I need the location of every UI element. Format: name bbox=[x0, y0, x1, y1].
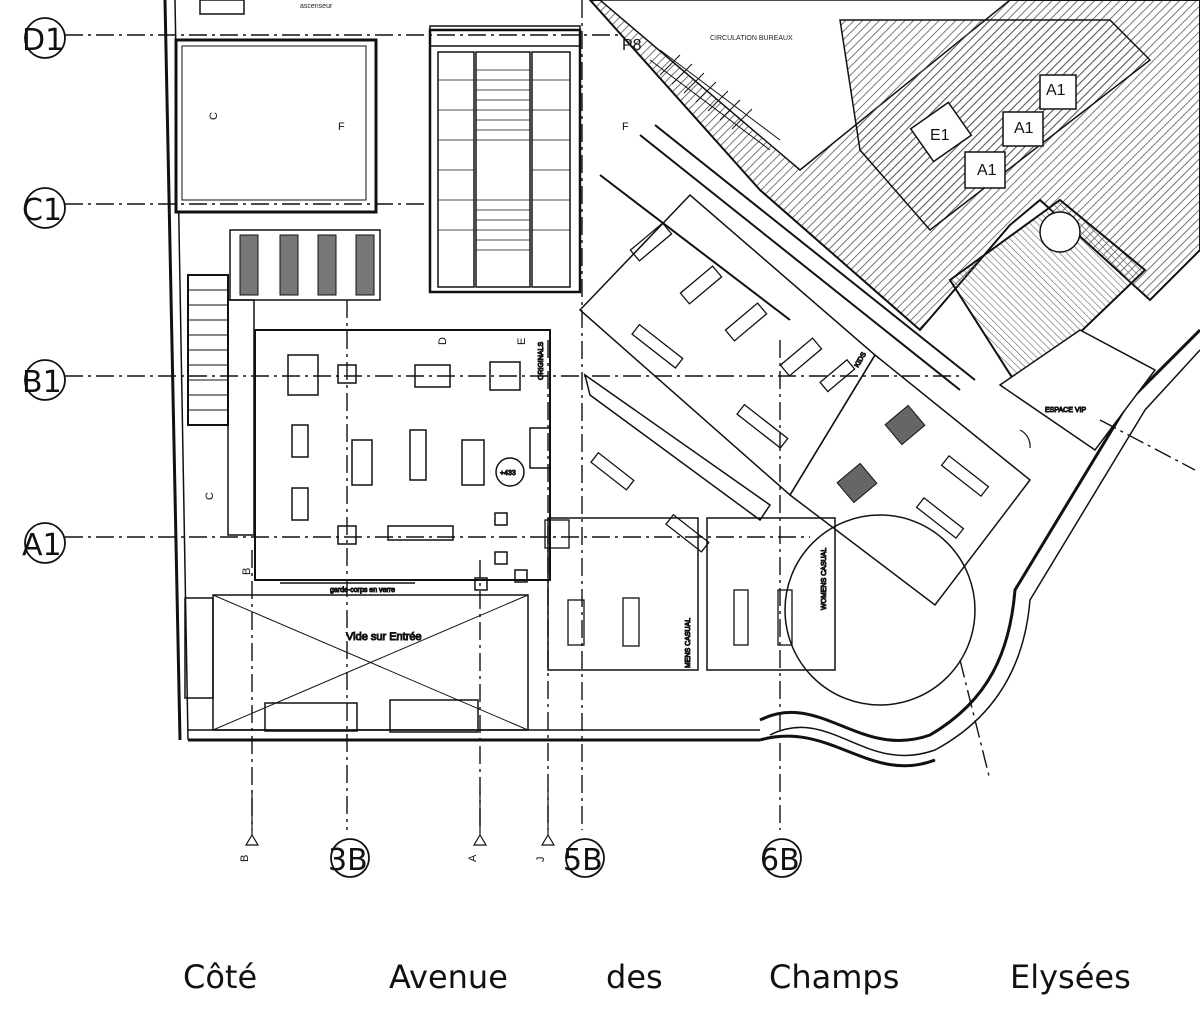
originals-label: ORIGINALS bbox=[538, 342, 545, 380]
ascenseur-label: ascenseur bbox=[300, 3, 333, 10]
vip-label: ESPACE VIP bbox=[1045, 407, 1086, 414]
section-marker-f-right: F bbox=[622, 121, 629, 133]
street-word-cote: Côté bbox=[183, 958, 258, 996]
kids-label: KIDS bbox=[854, 351, 868, 369]
street-word-champs: Champs bbox=[769, 958, 900, 996]
mens-casual-label: MENS CASUAL bbox=[685, 618, 692, 668]
street-word-elysees: Elysées bbox=[1010, 958, 1131, 996]
room-a1-mid: A1 bbox=[1014, 120, 1034, 137]
grid-col-3b: 3B bbox=[328, 843, 368, 878]
room-p8: P8 bbox=[622, 37, 642, 54]
room-a1-top: A1 bbox=[1046, 82, 1066, 99]
level-marker: +433 bbox=[500, 470, 516, 477]
grid-row-d1: D1 bbox=[22, 23, 64, 58]
grid-row-a1: A1 bbox=[22, 528, 62, 563]
street-word-des: des bbox=[606, 958, 663, 996]
section-marker-e: E bbox=[516, 338, 528, 345]
glass-rail-label: garde-corps en verre bbox=[330, 587, 395, 594]
room-a1-bottom: A1 bbox=[977, 162, 997, 179]
room-top-left: C ascenseur bbox=[174, 0, 378, 214]
section-marker-b-left: B bbox=[241, 568, 253, 575]
section-marker-f-left: F bbox=[338, 121, 345, 133]
diagonal-wall bbox=[599, 124, 976, 391]
grid-row-c1: C1 bbox=[22, 193, 62, 228]
escalators bbox=[428, 25, 582, 294]
central-room: +433 ORIGINALS bbox=[254, 329, 551, 591]
section-marker-d: D bbox=[437, 337, 449, 345]
grid-col-bubbles: 3B 5B 6B bbox=[328, 838, 802, 878]
entrance-void: Vide sur Entrée garde-corps en verre bbox=[184, 587, 529, 733]
section-marker-j: J bbox=[535, 857, 547, 863]
grid-col-5b: 5B bbox=[563, 843, 603, 878]
section-marker-c-left: C bbox=[204, 492, 216, 500]
stair-strip bbox=[187, 229, 381, 536]
grid-row-b1: B1 bbox=[22, 365, 62, 400]
hatched-building: A1 A1 A1 E1 P8 CIRCULATION BUREAUX bbox=[588, 0, 1200, 392]
street-word-avenue: Avenue bbox=[389, 958, 508, 996]
section-marker-a: A bbox=[467, 854, 479, 862]
grid-col-6b: 6B bbox=[760, 843, 800, 878]
grid-row-bubbles: D1 C1 B1 A1 bbox=[22, 17, 66, 564]
section-marker-b: B bbox=[239, 855, 251, 862]
grid-lines bbox=[65, 0, 1196, 830]
room-e1: E1 bbox=[930, 127, 950, 144]
circulation-label: CIRCULATION BUREAUX bbox=[710, 35, 793, 42]
womens-casual-label: WOMENS CASUAL bbox=[821, 548, 828, 610]
section-markers bbox=[244, 790, 556, 846]
void-label: Vide sur Entrée bbox=[346, 631, 422, 643]
diagonal-sales-area: KIDS bbox=[578, 193, 1032, 607]
casual-rooms: MENS CASUAL WOMENS CASUAL bbox=[544, 517, 836, 671]
curved-facade: ESPACE VIP bbox=[759, 328, 1200, 768]
svg-text:C: C bbox=[208, 112, 220, 120]
